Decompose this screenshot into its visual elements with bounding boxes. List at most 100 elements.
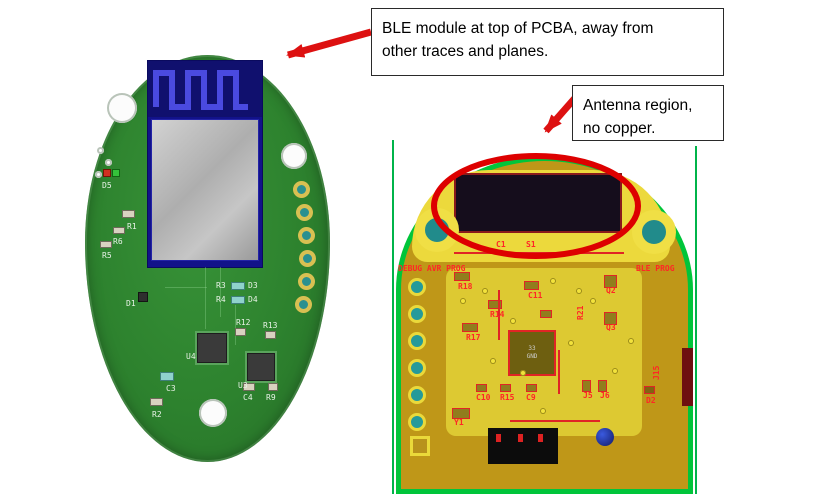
silk-j5: J5 xyxy=(583,391,593,400)
resistor xyxy=(113,227,125,234)
footprint xyxy=(604,275,617,288)
via-pad xyxy=(590,298,596,304)
connector-block xyxy=(488,428,558,464)
refdes-r9: R9 xyxy=(266,393,276,402)
footprint xyxy=(644,386,655,394)
footprint xyxy=(526,384,537,392)
capacitor xyxy=(243,383,255,391)
silk-ble-prog: BLE PROG xyxy=(636,264,675,273)
silk-y1: Y1 xyxy=(454,418,464,427)
header-pad-square xyxy=(410,436,430,456)
edge-component xyxy=(682,348,693,406)
callout-antenna: Antenna region, no copper. xyxy=(572,85,724,141)
trace xyxy=(235,305,236,345)
via-pad xyxy=(628,338,634,344)
resistor xyxy=(100,241,112,248)
through-hole-pad xyxy=(293,181,310,198)
pin-mark xyxy=(496,434,501,442)
silk-c9: C9 xyxy=(526,393,536,402)
footprint xyxy=(540,310,552,318)
callout-ble-module: BLE module at top of PCBA, away from oth… xyxy=(371,8,724,76)
refdes-r13: R13 xyxy=(263,321,278,330)
ble-callout-arrow xyxy=(286,28,372,59)
mounting-hole-right xyxy=(281,143,307,169)
silk-d2: D2 xyxy=(646,396,656,405)
silk-s1: S1 xyxy=(526,240,536,249)
mounting-pad-right xyxy=(632,210,676,254)
through-hole-pad xyxy=(295,296,312,313)
antenna-keepout-region xyxy=(454,173,622,233)
callout-ble-text: BLE module at top of PCBA, away from oth… xyxy=(382,20,654,61)
silk-c11: C11 xyxy=(528,291,543,300)
refdes-r6: R6 xyxy=(113,237,123,246)
through-hole-pad xyxy=(298,227,315,244)
pin-mark xyxy=(518,434,523,442)
pin-mark xyxy=(538,434,543,442)
resistor xyxy=(268,383,278,391)
refdes-u4: U4 xyxy=(186,352,196,361)
refdes-d1: D1 xyxy=(126,299,136,308)
via-pad xyxy=(490,358,496,364)
resistor xyxy=(235,328,246,336)
pcb-layout-view: 33 GND DEBUG AVR PROG BLE PROG C xyxy=(390,140,702,494)
callout-antenna-text: Antenna region, no copper. xyxy=(583,97,693,138)
refdes-d5: D5 xyxy=(102,181,112,190)
refdes-u3: U3 xyxy=(238,381,248,390)
small-hole xyxy=(97,147,104,154)
resistor xyxy=(122,210,135,218)
via-pad xyxy=(510,318,516,324)
header-pad xyxy=(408,332,426,350)
via-pad xyxy=(520,370,526,376)
trace xyxy=(205,267,206,329)
silkscreen-line xyxy=(558,350,560,394)
antenna-meander-zone xyxy=(148,61,262,117)
silk-r17: R17 xyxy=(466,333,481,342)
silk-j15: J15 xyxy=(652,365,661,380)
silk-r14: R14 xyxy=(490,310,505,319)
antenna-meander-icon xyxy=(153,70,248,110)
footprint xyxy=(524,281,539,290)
silk-r15: R15 xyxy=(500,393,515,402)
through-hole-pad xyxy=(296,204,313,221)
footprint xyxy=(454,272,470,281)
board-edge-line-left xyxy=(392,140,394,494)
footprint xyxy=(488,300,502,309)
antenna-callout-arrow xyxy=(543,95,578,134)
refdes-r4: R4 xyxy=(216,295,226,304)
via-pad xyxy=(460,298,466,304)
footprint xyxy=(462,323,478,332)
ic-footprint: 33 GND xyxy=(508,330,556,376)
capacitor xyxy=(231,296,245,304)
footprint xyxy=(500,384,511,392)
footprint xyxy=(476,384,487,392)
mounting-hole-bottom xyxy=(199,399,227,427)
small-hole xyxy=(105,159,112,166)
board-edge-line-right xyxy=(695,146,697,494)
footprint xyxy=(604,312,617,325)
header-pad xyxy=(408,386,426,404)
header-pad xyxy=(408,278,426,296)
footprint xyxy=(582,380,591,392)
ic-text-line1: 33 xyxy=(528,345,536,353)
ble-module xyxy=(148,61,262,267)
refdes-c3: C3 xyxy=(166,384,176,393)
led-red xyxy=(103,169,111,177)
diode xyxy=(138,292,148,302)
resistor xyxy=(265,331,276,339)
silkscreen-line xyxy=(510,420,600,422)
silk-c1: C1 xyxy=(496,240,506,249)
capacitor-blue xyxy=(596,428,614,446)
via-pad xyxy=(540,408,546,414)
silk-debug-avr-prog: DEBUG AVR PROG xyxy=(398,264,466,273)
header-pad xyxy=(408,413,426,431)
silk-r21: R21 xyxy=(576,305,585,320)
silkscreen-line xyxy=(454,252,624,254)
capacitor xyxy=(160,372,174,381)
silkscreen-line xyxy=(498,290,500,340)
refdes-r1: R1 xyxy=(127,222,137,231)
refdes-r12: R12 xyxy=(236,318,251,327)
silk-q3: Q3 xyxy=(606,323,616,332)
refdes-d3: D3 xyxy=(248,281,258,290)
via-pad xyxy=(482,288,488,294)
